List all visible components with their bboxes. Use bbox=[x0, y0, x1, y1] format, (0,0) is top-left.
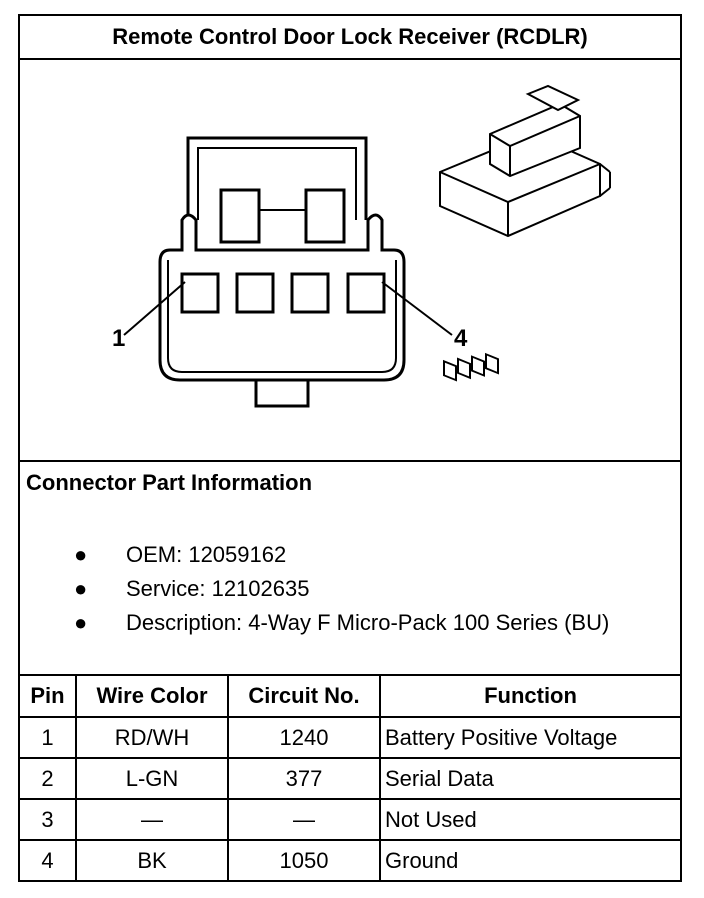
pin-cavity-1 bbox=[180, 272, 220, 314]
cell-wire-color: L-GN bbox=[75, 757, 229, 800]
connector-face-illustration: 1 4 bbox=[112, 84, 611, 408]
cell-circuit: 1050 bbox=[227, 839, 381, 881]
pinout-table: Pin Wire Color Circuit No. Function 1 RD… bbox=[20, 676, 680, 881]
cell-function: Ground bbox=[379, 839, 680, 881]
bullet-icon: ● bbox=[74, 542, 88, 567]
connector-3d-thumbnail bbox=[439, 84, 611, 382]
section-heading: Connector Part Information bbox=[26, 470, 313, 495]
col-header-circuit: Circuit No. bbox=[227, 676, 381, 718]
cell-function: Battery Positive Voltage bbox=[379, 716, 680, 759]
cell-function: Not Used bbox=[379, 798, 680, 841]
cell-pin: 3 bbox=[20, 798, 77, 841]
cell-circuit: 1240 bbox=[227, 716, 381, 759]
bullet-icon: ● bbox=[74, 610, 88, 635]
connector-title: Remote Control Door Lock Receiver (RCDLR… bbox=[20, 16, 680, 60]
connector-diagram: 1 4 bbox=[20, 60, 680, 462]
pin-cavity-4 bbox=[346, 272, 386, 314]
col-header-wire-color: Wire Color bbox=[75, 676, 229, 718]
table-row: 3 — — Not Used bbox=[20, 798, 680, 841]
table-row: 2 L-GN 377 Serial Data bbox=[20, 757, 680, 800]
cell-circuit: — bbox=[227, 798, 381, 841]
pin-label-4: 4 bbox=[454, 325, 468, 352]
connector-part-information: Connector Part Information ●OEM: 1205916… bbox=[20, 462, 680, 676]
connector-card: Remote Control Door Lock Receiver (RCDLR… bbox=[18, 14, 682, 882]
cell-pin: 4 bbox=[20, 839, 77, 881]
col-header-function: Function bbox=[379, 676, 680, 718]
bullet-icon: ● bbox=[74, 576, 88, 601]
table-row: 1 RD/WH 1240 Battery Positive Voltage bbox=[20, 716, 680, 759]
pin-label-1: 1 bbox=[112, 325, 125, 352]
table-header-row: Pin Wire Color Circuit No. Function bbox=[20, 676, 680, 718]
cell-wire-color: — bbox=[75, 798, 229, 841]
cell-function: Serial Data bbox=[379, 757, 680, 800]
cell-wire-color: RD/WH bbox=[75, 716, 229, 759]
cell-wire-color: BK bbox=[75, 839, 229, 881]
pin-cavity-2 bbox=[235, 272, 275, 314]
cell-circuit: 377 bbox=[227, 757, 381, 800]
cell-pin: 2 bbox=[20, 757, 77, 800]
table-row: 4 BK 1050 Ground bbox=[20, 839, 680, 881]
cell-pin: 1 bbox=[20, 716, 77, 759]
pin-cavity-3 bbox=[290, 272, 330, 314]
col-header-pin: Pin bbox=[20, 676, 77, 718]
